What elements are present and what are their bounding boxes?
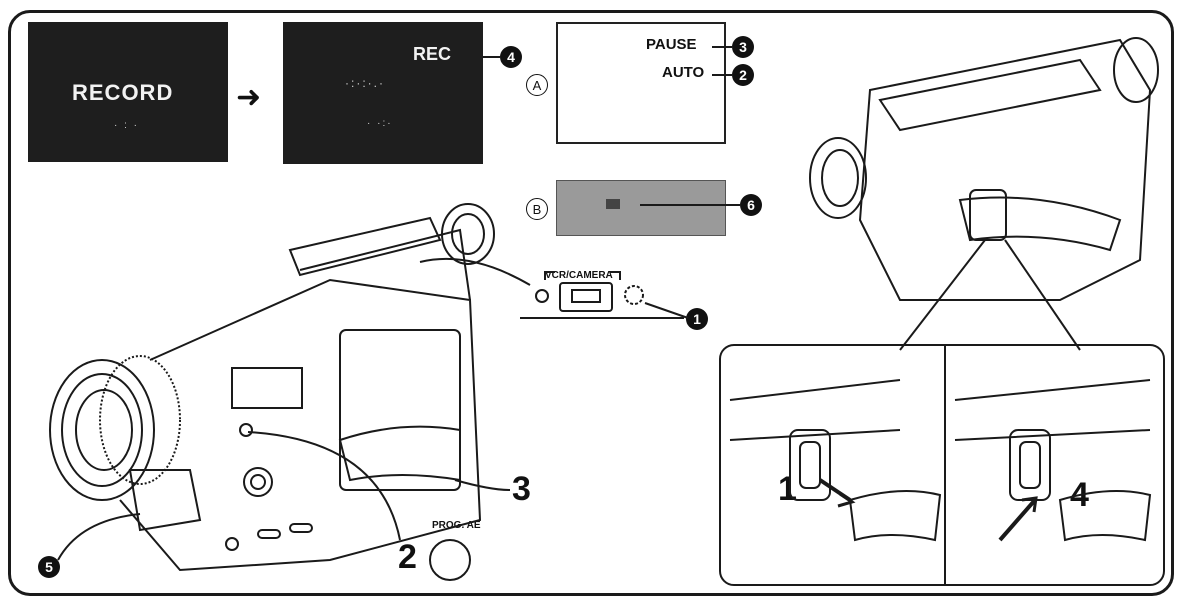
camcorder-left [49, 203, 511, 572]
body-outline [119, 278, 482, 572]
right-strap-buckle [969, 189, 1007, 241]
vcr-camera-switch [559, 282, 613, 312]
inset-panel [719, 344, 1165, 586]
zoom-line-right [1004, 239, 1081, 351]
inset-left-strap [848, 490, 942, 542]
right-eyecup [809, 137, 867, 219]
inset-left-buckle [789, 429, 831, 501]
inset-right-buckle-slot [1019, 441, 1041, 489]
side-small-button [225, 537, 239, 551]
callout-5: 5 [38, 556, 60, 578]
inset-right [954, 379, 1152, 542]
screen-speckle: · ·:· [367, 118, 393, 129]
screen-a: PAUSE AUTO [556, 22, 726, 144]
screen-speckle: · : · [114, 120, 139, 131]
big-label-3: 3 [512, 470, 531, 508]
side-round-button-center [250, 474, 266, 490]
leader-line-big-3 [454, 479, 511, 491]
switch-slider [571, 289, 601, 303]
right-top-panel [878, 58, 1102, 132]
indicator-led [535, 289, 549, 303]
grip-strap [338, 425, 461, 482]
leader-line-5 [57, 513, 141, 561]
side-slider-2 [289, 523, 313, 533]
right-body-outline [858, 38, 1152, 301]
side-round-button [243, 467, 273, 497]
switch-pointer-line [419, 257, 531, 286]
side-cassette-door [339, 329, 461, 491]
right-lens [1113, 37, 1159, 103]
auto-label: AUTO [662, 64, 705, 81]
viewfinder-inner [451, 213, 485, 255]
callout-3: 3 [732, 36, 754, 58]
inset-right-body [954, 379, 1151, 441]
screen-b-letter: B [526, 198, 548, 220]
lens-inner [61, 373, 143, 487]
rec-text: REC [413, 44, 452, 64]
diagram-frame [8, 10, 1174, 596]
side-slider-1 [257, 529, 281, 539]
lens-ring [49, 359, 155, 501]
screen-b [556, 180, 726, 236]
handle-top [299, 228, 471, 301]
lens-glass [75, 389, 133, 471]
arrow-step-4 [998, 498, 1037, 542]
callout-2: 2 [732, 64, 754, 86]
lamp-glow-icon [624, 285, 644, 305]
lcd-panel [231, 367, 303, 409]
right-eyecup-inner [821, 149, 859, 207]
front-grip [128, 469, 202, 532]
prog-ae-button-icon [429, 539, 471, 581]
big-label-2: 2 [398, 538, 417, 576]
inset-left-buckle-slot [799, 441, 821, 489]
leader-line-prog-ae [247, 431, 401, 541]
zoom-line-left [899, 239, 986, 351]
callout-1: 1 [686, 308, 708, 330]
carry-handle [288, 216, 442, 277]
inset-left [729, 379, 942, 542]
leader-line-1 [644, 302, 689, 319]
arrow-step-4-head [1021, 496, 1038, 513]
viewfinder-eyecup [441, 203, 495, 265]
camcorder-right [809, 37, 1159, 351]
callout-4: 4 [500, 46, 522, 68]
vcr-camera-label: VCR/CAMERA [545, 270, 613, 281]
inset-right-strap [1058, 490, 1152, 542]
record-text: RECORD [72, 80, 174, 105]
screen-speckle: ·:·:·.· [345, 76, 385, 90]
callout-6: 6 [740, 194, 762, 216]
right-hand-strap [958, 196, 1122, 252]
screen-b-indicator [606, 199, 620, 209]
rec-screen: REC ·:·:·.· · ·:· [283, 22, 483, 164]
switch-bracket-right [610, 271, 621, 280]
pause-label: PAUSE [646, 36, 697, 53]
arrow-step-1-head [837, 492, 856, 508]
inset-left-body [729, 379, 901, 441]
record-screen: RECORD · : · [28, 22, 228, 162]
switch-bracket-left [544, 271, 555, 280]
prog-ae-dot [239, 423, 253, 437]
screen-a-letter: A [526, 74, 548, 96]
lens-focus-ring [99, 355, 181, 485]
arrow-right-icon: ➜ [236, 81, 262, 114]
inset-right-buckle [1009, 429, 1051, 501]
